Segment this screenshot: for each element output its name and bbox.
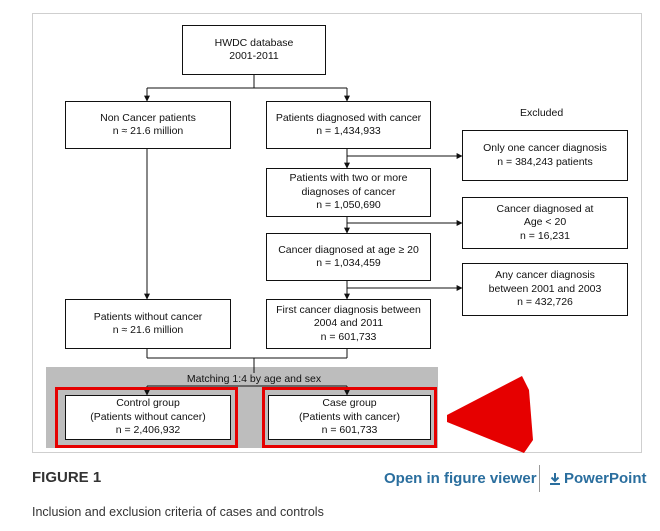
age-ge-20-line1: Cancer diagnosed at age ≥ 20 bbox=[278, 243, 419, 256]
first-diag-line1: First cancer diagnosis between bbox=[276, 303, 421, 316]
box-excl-age: Cancer diagnosed at Age < 20 n = 16,231 bbox=[462, 197, 628, 249]
excl-early-line3: n = 432,726 bbox=[517, 296, 573, 309]
database-line1: HWDC database bbox=[214, 36, 294, 49]
case-line1: Case group bbox=[322, 397, 377, 410]
box-case: Case group (Patients with cancer) n = 60… bbox=[268, 395, 431, 440]
figure-label: FIGURE 1 bbox=[32, 469, 102, 486]
box-age-ge-20: Cancer diagnosed at age ≥ 20 n = 1,034,4… bbox=[266, 233, 431, 281]
box-without-cancer: Patients without cancer n ≈ 21.6 million bbox=[65, 299, 231, 349]
red-arrow-shape bbox=[447, 376, 533, 453]
control-line3: n = 2,406,932 bbox=[115, 424, 181, 437]
box-diagnosed: Patients diagnosed with cancer n = 1,434… bbox=[266, 101, 431, 149]
highlight-case bbox=[262, 387, 437, 448]
without-cancer-line1: Patients without cancer bbox=[93, 310, 203, 323]
case-line2: (Patients with cancer) bbox=[299, 410, 400, 423]
open-figure-viewer-link[interactable]: Open in figure viewer bbox=[384, 470, 537, 487]
excl-early-line2: between 2001 and 2003 bbox=[488, 282, 602, 295]
age-ge-20-line2: n = 1,034,459 bbox=[316, 257, 381, 269]
powerpoint-link[interactable]: PowerPoint bbox=[548, 470, 647, 487]
highlight-control bbox=[55, 387, 238, 448]
first-diag-line2: 2004 and 2011 bbox=[313, 317, 384, 330]
box-matching: Matching 1:4 by age and sex bbox=[147, 373, 361, 386]
excl-one-line2: n = 384,243 patients bbox=[497, 155, 593, 168]
diagnosed-line2: n = 1,434,933 bbox=[316, 125, 381, 137]
case-line3: n = 601,733 bbox=[321, 424, 378, 437]
two-or-more-line3: n = 1,050,690 bbox=[316, 199, 381, 212]
matching-label: Matching 1:4 by age and sex bbox=[186, 372, 322, 385]
excl-one-line1: Only one cancer diagnosis bbox=[483, 142, 607, 155]
excluded-label: Excluded bbox=[520, 107, 564, 119]
database-line2: 2001-2011 bbox=[229, 50, 279, 62]
control-line2: (Patients without cancer) bbox=[90, 410, 206, 423]
figure-caption: Inclusion and exclusion criteria of case… bbox=[32, 505, 324, 519]
diagnosed-line1: Patients diagnosed with cancer bbox=[275, 111, 422, 124]
box-first-diag: First cancer diagnosis between 2004 and … bbox=[266, 299, 431, 349]
first-diag-line3: n = 601,733 bbox=[320, 330, 377, 343]
box-non-cancer: Non Cancer patients n ≈ 21.6 million bbox=[65, 101, 231, 149]
excl-age-line3: n = 16,231 bbox=[520, 229, 570, 242]
non-cancer-line2: n ≈ 21.6 million bbox=[112, 125, 184, 137]
two-or-more-line1: Patients with two or more bbox=[289, 172, 408, 185]
two-or-more-line2: diagnoses of cancer bbox=[301, 185, 396, 198]
control-line1: Control group bbox=[116, 397, 180, 410]
non-cancer-line1: Non Cancer patients bbox=[100, 111, 196, 124]
excl-age-line1: Cancer diagnosed at bbox=[496, 202, 594, 215]
without-cancer-line2: n ≈ 21.6 million bbox=[112, 324, 184, 336]
excl-age-line2: Age < 20 bbox=[523, 216, 567, 229]
box-excl-one: Only one cancer diagnosis n = 384,243 pa… bbox=[462, 130, 628, 181]
box-database: HWDC database 2001-2011 bbox=[182, 25, 326, 75]
box-control: Control group (Patients without cancer) … bbox=[65, 395, 231, 440]
box-two-or-more: Patients with two or more diagnoses of c… bbox=[266, 168, 431, 217]
box-excl-early: Any cancer diagnosis between 2001 and 20… bbox=[462, 263, 628, 316]
link-divider bbox=[539, 465, 540, 492]
excl-early-line1: Any cancer diagnosis bbox=[495, 269, 595, 282]
powerpoint-label: PowerPoint bbox=[564, 470, 647, 487]
download-icon bbox=[550, 472, 560, 485]
